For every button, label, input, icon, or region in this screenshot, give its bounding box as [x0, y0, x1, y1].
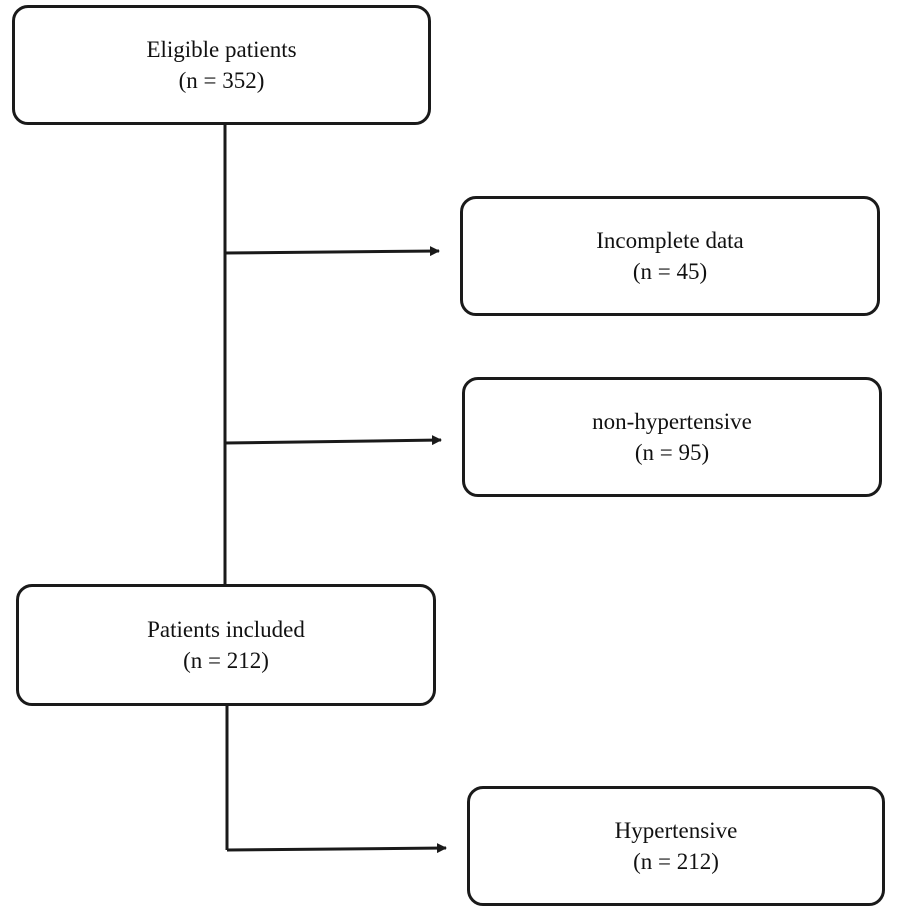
hypertensive-label: Hypertensive	[614, 818, 738, 843]
incomplete-data-count: (n = 45)	[632, 259, 708, 284]
incomplete-data-box: Incomplete data (n = 45)	[460, 196, 880, 316]
arrow-to-incomplete	[224, 246, 440, 257]
hypertensive-count: (n = 212)	[633, 849, 719, 874]
arrow-to-non-hypertensive	[224, 435, 442, 446]
patients-included-box: Patients included (n = 212)	[16, 584, 436, 706]
eligible-patients-label: Eligible patients	[146, 37, 297, 62]
non-hypertensive-label: non-hypertensive	[592, 409, 752, 434]
eligible-patients-count: (n = 352)	[178, 68, 265, 93]
patients-included-label: Patients included	[147, 617, 305, 642]
eligible-patients-box: Eligible patients (n = 352)	[12, 5, 431, 125]
non-hypertensive-box: non-hypertensive (n = 95)	[462, 377, 882, 497]
arrow-to-hypertensive	[226, 843, 447, 854]
non-hypertensive-count: (n = 95)	[634, 440, 710, 465]
incomplete-data-label: Incomplete data	[596, 228, 744, 253]
hypertensive-box: Hypertensive (n = 212)	[467, 786, 885, 906]
patients-included-count: (n = 212)	[183, 648, 269, 673]
